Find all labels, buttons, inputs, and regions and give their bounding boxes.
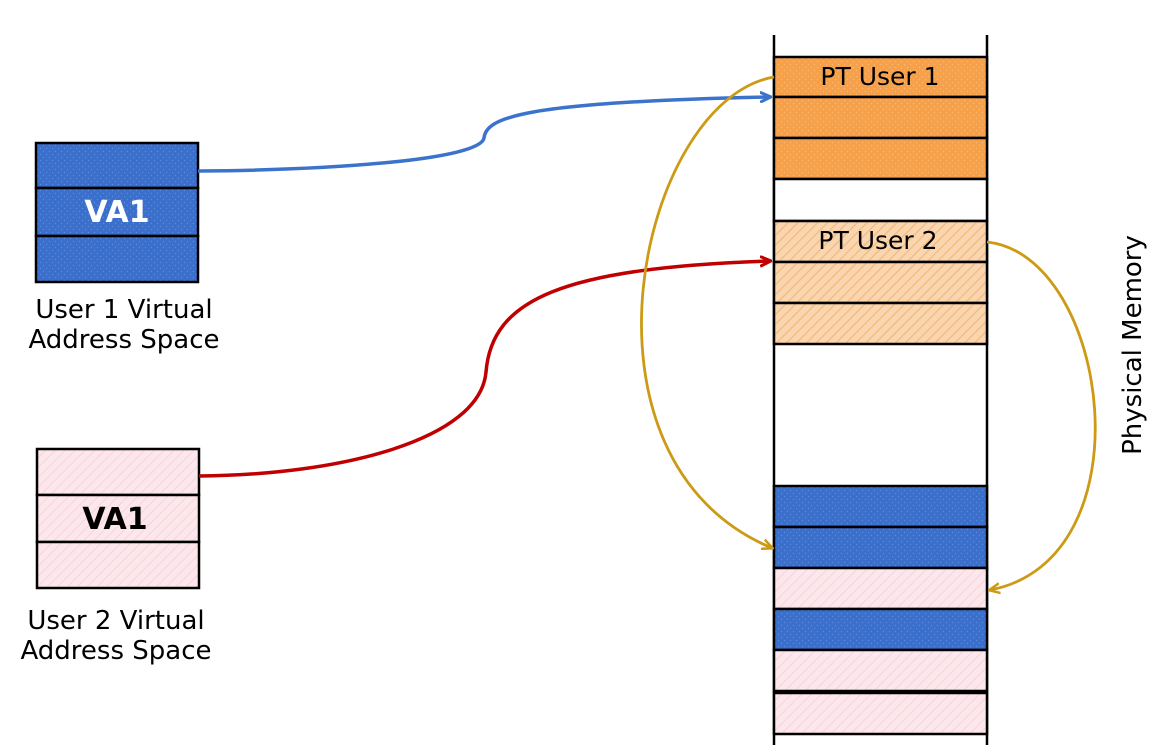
frame-user2-c — [772, 691, 989, 736]
user2-va1-label: VA1 — [82, 502, 147, 537]
pt-user2-frame-1 — [772, 219, 989, 264]
user1-caption-line1: User 1 Virtual — [35, 295, 212, 325]
user1-virtual-address-space: VA1 User 1 Virtual Address Space — [28, 141, 220, 355]
user1-to-pt-arrow — [197, 97, 770, 173]
pt-user1-frame-3 — [772, 136, 989, 181]
frame-user2-b — [772, 648, 989, 693]
user1-cell-va1 — [34, 186, 200, 238]
pt-user2-to-frame-arrow — [986, 240, 1097, 590]
frame-user1-b — [772, 525, 989, 570]
user2-caption-line1: User 2 Virtual — [27, 606, 204, 636]
physical-memory-label: Physical Memory — [1118, 235, 1148, 455]
pt-user2-label: PT User 2 — [818, 226, 937, 255]
physical-memory: PT User 1 PT User 2 — [772, 35, 989, 745]
pt-user2-frame-2 — [772, 260, 989, 305]
frame-user2-a — [772, 566, 989, 611]
user1-caption-line2: Address Space — [28, 325, 219, 355]
pt-user2-frame-3 — [772, 301, 989, 346]
user1-va1-label: VA1 — [84, 195, 149, 230]
user1-cell-top — [34, 141, 200, 190]
user2-to-pt-arrow — [198, 261, 770, 478]
pt-user1-frame-2 — [772, 95, 989, 140]
user2-caption-line2: Address Space — [20, 636, 211, 666]
pt-user1-label: PT User 1 — [820, 62, 939, 91]
user1-cell-bottom — [34, 234, 200, 284]
user2-virtual-address-space: VA1 User 2 Virtual Address Space — [20, 447, 212, 666]
empty-frame-1 — [772, 177, 989, 223]
pt-user1-to-frame-arrow — [640, 75, 774, 548]
user2-cell-top — [35, 447, 201, 497]
frame-user1-c — [772, 607, 989, 652]
frame-user1-a — [772, 484, 989, 529]
user2-cell-bottom — [35, 540, 201, 590]
